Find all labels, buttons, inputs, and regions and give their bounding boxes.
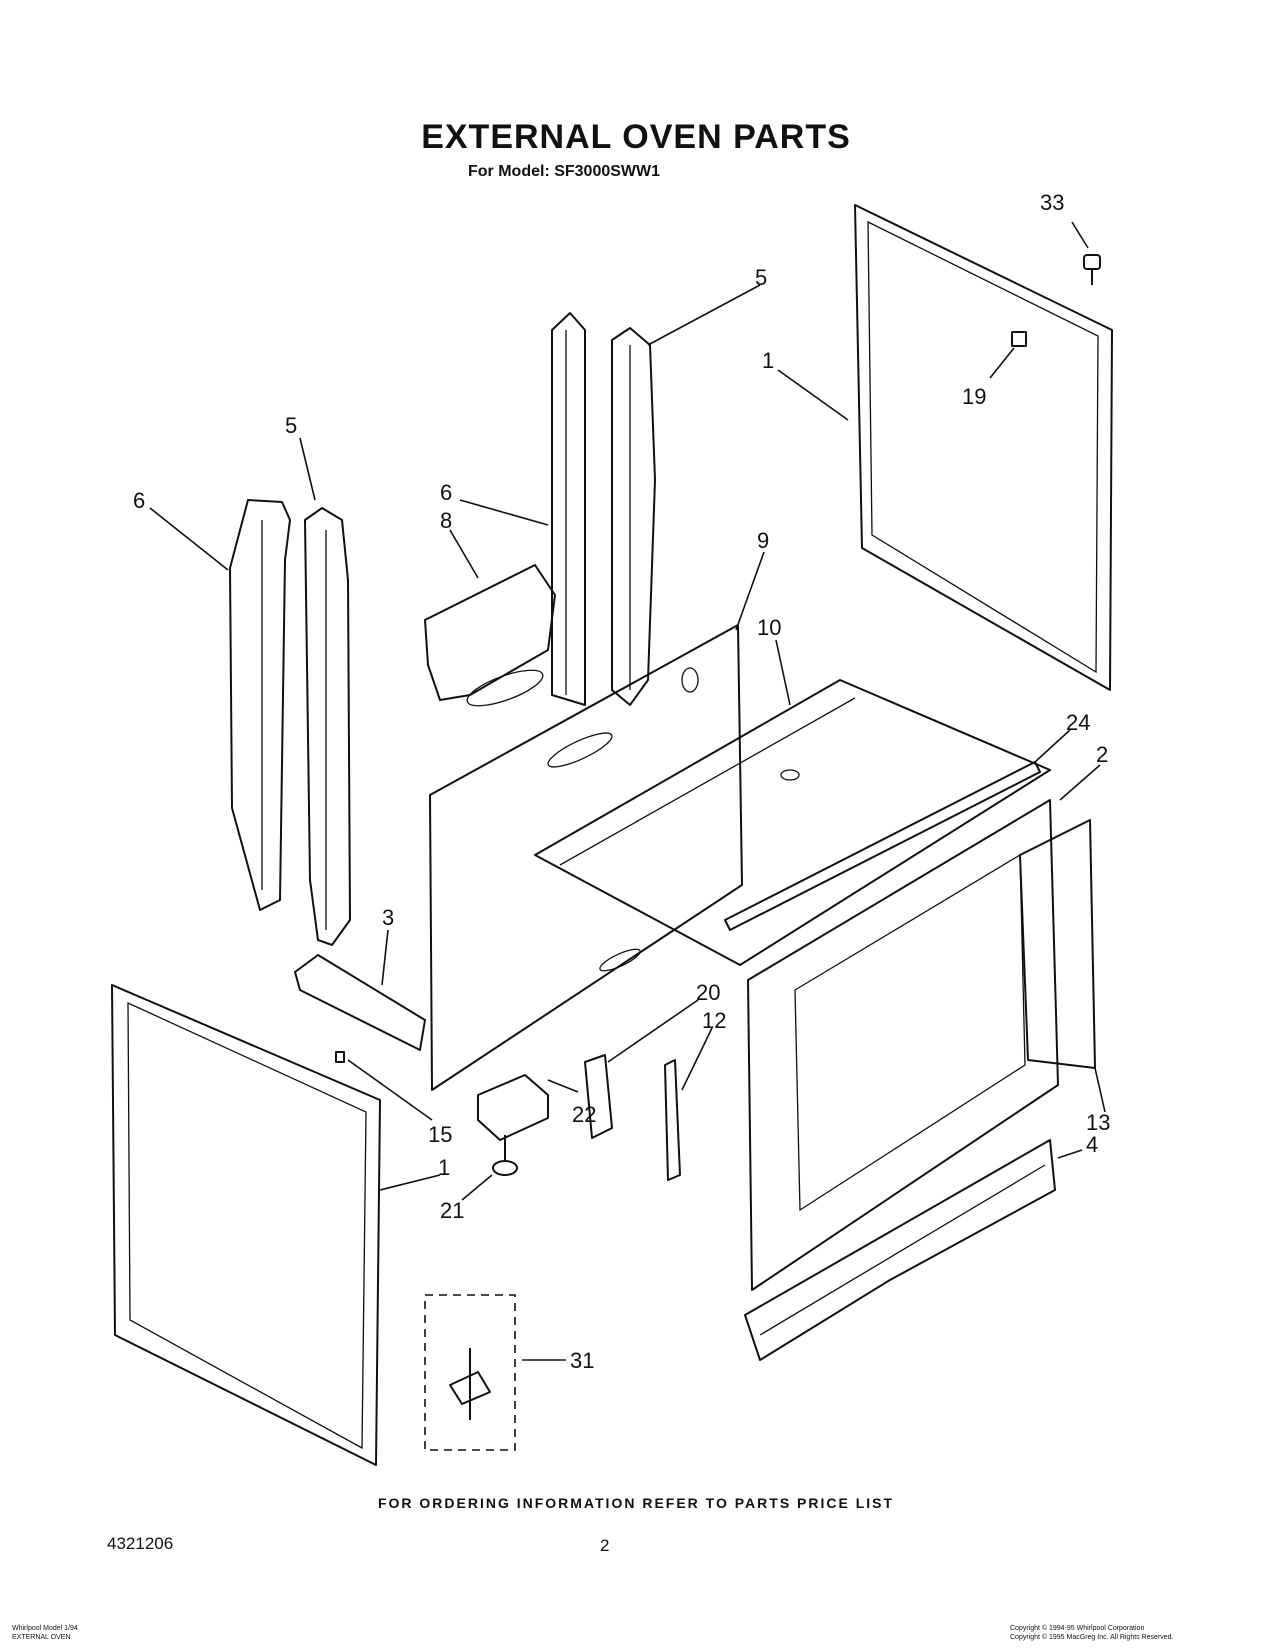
callout-6-left: 6	[133, 488, 145, 513]
callout-33: 33	[1040, 190, 1064, 215]
part-20-bracket	[584, 1054, 613, 1139]
part-front-door-frame	[111, 984, 381, 1466]
callout-5-rear: 5	[755, 265, 767, 290]
fine-print-right-line-1: Copyright © 1994-95 Whirlpool Corporatio…	[1010, 1625, 1145, 1632]
callout-6-rear: 6	[440, 480, 452, 505]
ordering-note: FOR ORDERING INFORMATION REFER TO PARTS …	[377, 1495, 895, 1511]
callout-20: 20	[696, 980, 720, 1005]
part-left-rails	[229, 499, 351, 946]
part-22-bracket	[477, 1074, 549, 1141]
callout-2: 2	[1096, 742, 1108, 767]
leader-lines	[149, 221, 1106, 1361]
callout-31: 31	[570, 1348, 594, 1373]
model-subtitle: For Model: SF3000SWW1	[468, 163, 661, 180]
document-number: 4321206	[107, 1534, 174, 1553]
part-12-bracket	[664, 1059, 681, 1181]
callout-21: 21	[440, 1198, 464, 1223]
callout-13: 13	[1086, 1110, 1110, 1135]
callout-1-rear: 1	[762, 348, 774, 373]
part-10-top-panel	[534, 679, 1051, 966]
callout-19: 19	[962, 384, 986, 409]
callout-15: 15	[428, 1122, 452, 1147]
part-3-bracket	[294, 954, 426, 1051]
callout-10: 10	[757, 615, 781, 640]
page-number: 2	[600, 1536, 610, 1555]
callout-3: 3	[382, 905, 394, 930]
part-21-screw	[492, 1135, 518, 1176]
part-13-gasket	[1019, 819, 1096, 1069]
callout-5-left: 5	[285, 413, 297, 438]
callout-labels: 33 5 1 19 5 6 6 8 9 10 24 2 3 20 12 13 1…	[133, 190, 1110, 1373]
part-rear-rails	[551, 312, 656, 706]
callout-24: 24	[1066, 710, 1090, 735]
page-title: EXTERNAL OVEN PARTS	[421, 118, 851, 156]
callout-22: 22	[572, 1102, 596, 1127]
callout-1-front: 1	[438, 1155, 450, 1180]
callout-8: 8	[440, 508, 452, 533]
fine-print-left-line-1: Whirlpool Model 1/94	[12, 1625, 78, 1632]
part-9-side-panel	[429, 624, 743, 1091]
part-2-front-frame	[747, 799, 1059, 1291]
callout-9: 9	[757, 528, 769, 553]
fine-print-right-line-2: Copyright © 1995 MacGreg Inc. All Rights…	[1010, 1634, 1174, 1641]
callout-4: 4	[1086, 1132, 1098, 1157]
callout-12: 12	[702, 1008, 726, 1033]
fine-print-left-line-2: EXTERNAL OVEN	[12, 1634, 71, 1641]
part-19-clip	[1011, 331, 1027, 347]
part-rear-frame	[854, 204, 1113, 691]
part-31-kit-box	[424, 1294, 516, 1451]
fine-print-right: Copyright © 1994-95 Whirlpool Corporatio…	[1010, 1624, 1174, 1642]
part-24-strip	[724, 761, 1041, 931]
part-4-bottom-rail	[744, 1139, 1056, 1361]
fine-print-left: Whirlpool Model 1/94 EXTERNAL OVEN	[12, 1624, 78, 1642]
part-15-clip	[335, 1051, 345, 1063]
part-33-screw	[1083, 254, 1101, 285]
part-8-duct	[424, 564, 556, 707]
